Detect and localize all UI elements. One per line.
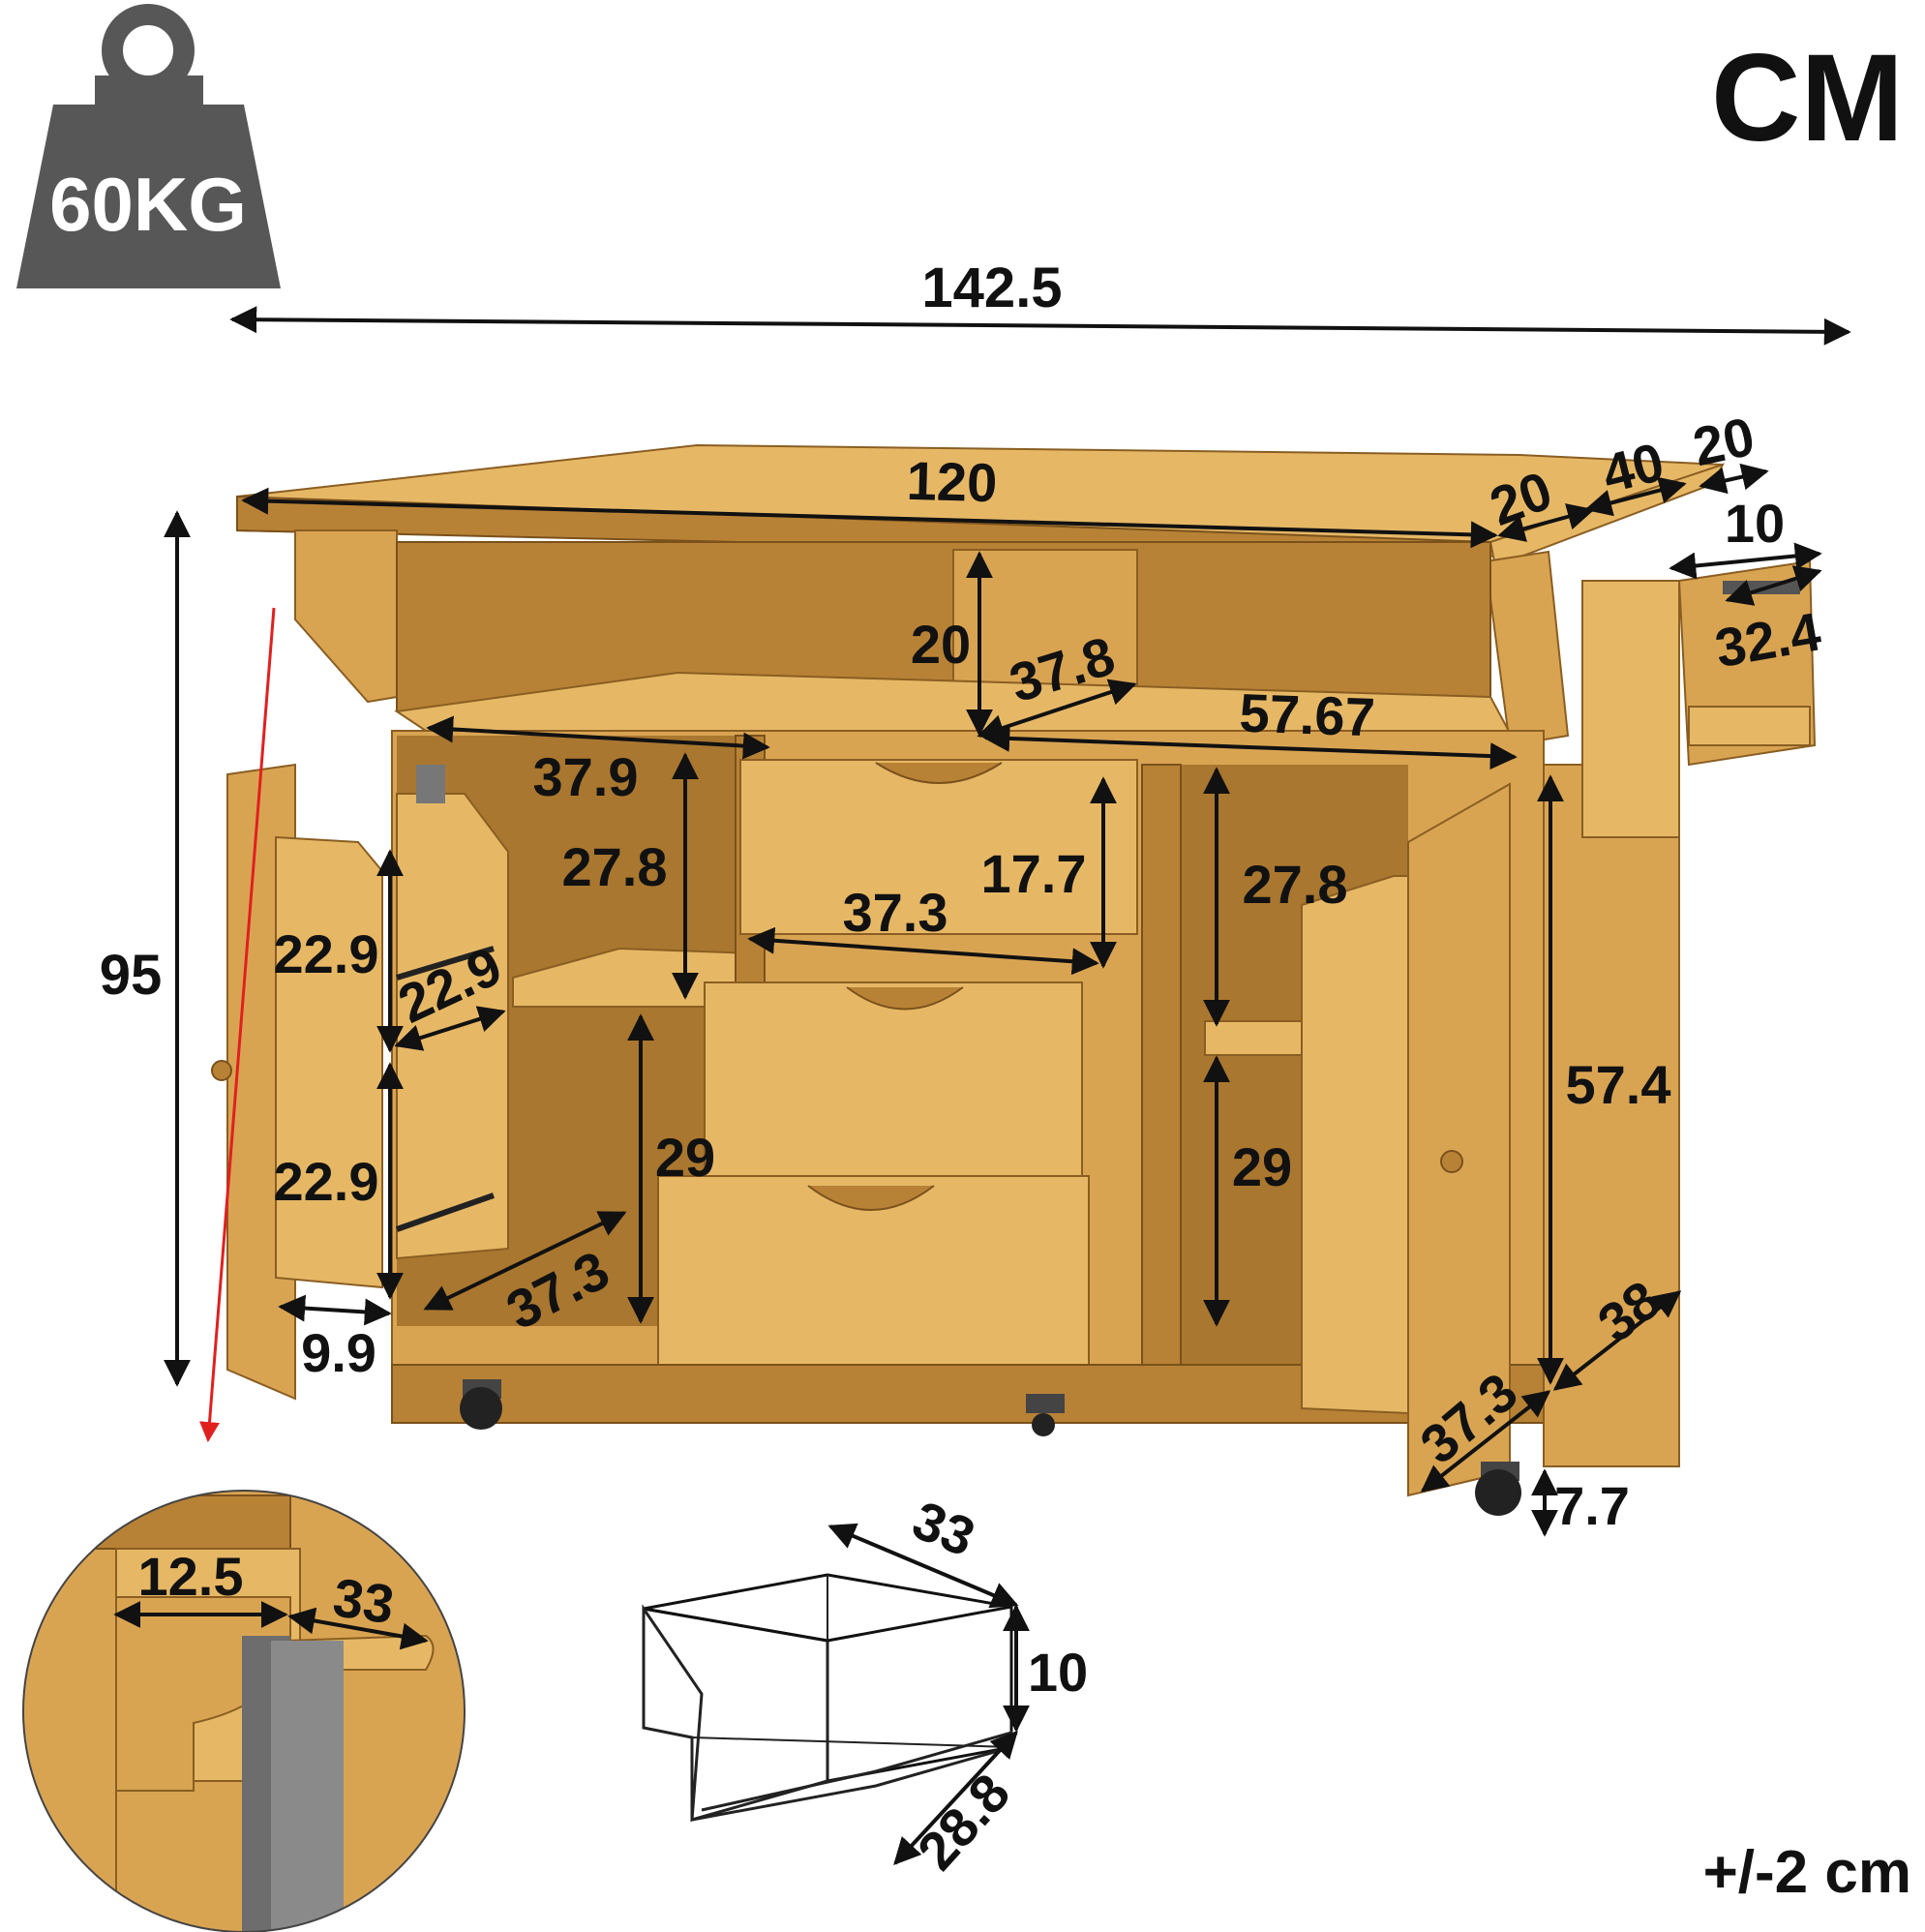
- top-width-label: 120: [906, 450, 998, 514]
- spice-rack-width-label: 10: [1725, 493, 1785, 554]
- drawer-box-width-label: 33: [905, 1489, 983, 1568]
- door-shelf-width-line: [278, 1294, 392, 1326]
- towel-bar-length-line: [287, 1607, 429, 1650]
- right-side-height-label: 57.4: [1566, 1054, 1671, 1115]
- right-upper-height-label: 27.8: [1243, 854, 1348, 915]
- left-cabinet-depth-line: [423, 1211, 627, 1311]
- towel-bar-depth-label: 12.5: [138, 1546, 244, 1607]
- drop-leaf-20-left-line: [1497, 503, 1595, 542]
- drawer-front-height-label: 17.7: [981, 843, 1087, 904]
- overall-width-line: [229, 306, 1851, 346]
- door-shelf-width-label: 9.9: [301, 1322, 376, 1383]
- drawer-box-width-line: [827, 1523, 1019, 1609]
- top-width-line: [241, 487, 1498, 549]
- spice-rack-width-line: [1669, 542, 1822, 580]
- door-shelf-depth-line: [394, 1006, 506, 1051]
- caster-icon: [460, 1379, 502, 1430]
- door-shelf-upper-height-label: 22.9: [274, 923, 379, 984]
- open-shelf-width-label: 57.67: [1239, 682, 1376, 748]
- drop-leaf-20-right-label: 20: [1688, 406, 1760, 478]
- caster-icon: [1475, 1462, 1521, 1516]
- cabinet-depth-line: [1420, 1390, 1551, 1493]
- left-upper-height-label: 27.8: [562, 836, 668, 897]
- side-depth-line: [1552, 1290, 1682, 1391]
- left-cabinet-width-line: [426, 715, 770, 760]
- weight-label: 60KG: [49, 162, 247, 247]
- caster-icon: [1026, 1394, 1065, 1436]
- overall-width-label: 142.5: [921, 257, 1062, 319]
- caster-height-label: 7.7: [1554, 1475, 1630, 1536]
- towel-bar-length-label: 33: [329, 1566, 397, 1635]
- towel-bar-detail: [22, 1490, 466, 1932]
- drawer-box-depth-line: [893, 1730, 1018, 1866]
- drawer-width-line: [747, 926, 1099, 976]
- door-shelf-lower-height-label: 22.9: [274, 1151, 379, 1212]
- left-lower-height-label: 29: [655, 1127, 715, 1188]
- spice-rack: [1581, 559, 1817, 838]
- open-shelf-width-line: [982, 724, 1518, 770]
- right-door: [1301, 782, 1511, 1497]
- tolerance-label: +/-2 cm: [1703, 1839, 1911, 1906]
- drawer-top: [739, 759, 1138, 935]
- open-shelf-height-label: 20: [911, 614, 971, 675]
- drawer-middle: [704, 981, 1083, 1187]
- height-label: 95: [100, 944, 163, 1007]
- spice-rack-length-line: [1725, 565, 1822, 606]
- drop-leaf-20-right-line: [1699, 463, 1769, 495]
- left-cabinet-width-label: 37.9: [533, 746, 639, 807]
- unit-label: CM: [1711, 29, 1904, 167]
- weight-icon: 60KG: [16, 4, 281, 288]
- drawer-width-label: 37.3: [843, 882, 948, 943]
- drawer-box-depth-label: 28.8: [906, 1762, 1022, 1881]
- drop-leaf-40-line: [1584, 476, 1687, 517]
- callout-arrow: [199, 607, 276, 1443]
- right-lower-height-label: 29: [1232, 1136, 1292, 1197]
- drawer-box-height-label: 10: [1028, 1642, 1088, 1703]
- drop-leaf-40-label: 40: [1596, 431, 1669, 504]
